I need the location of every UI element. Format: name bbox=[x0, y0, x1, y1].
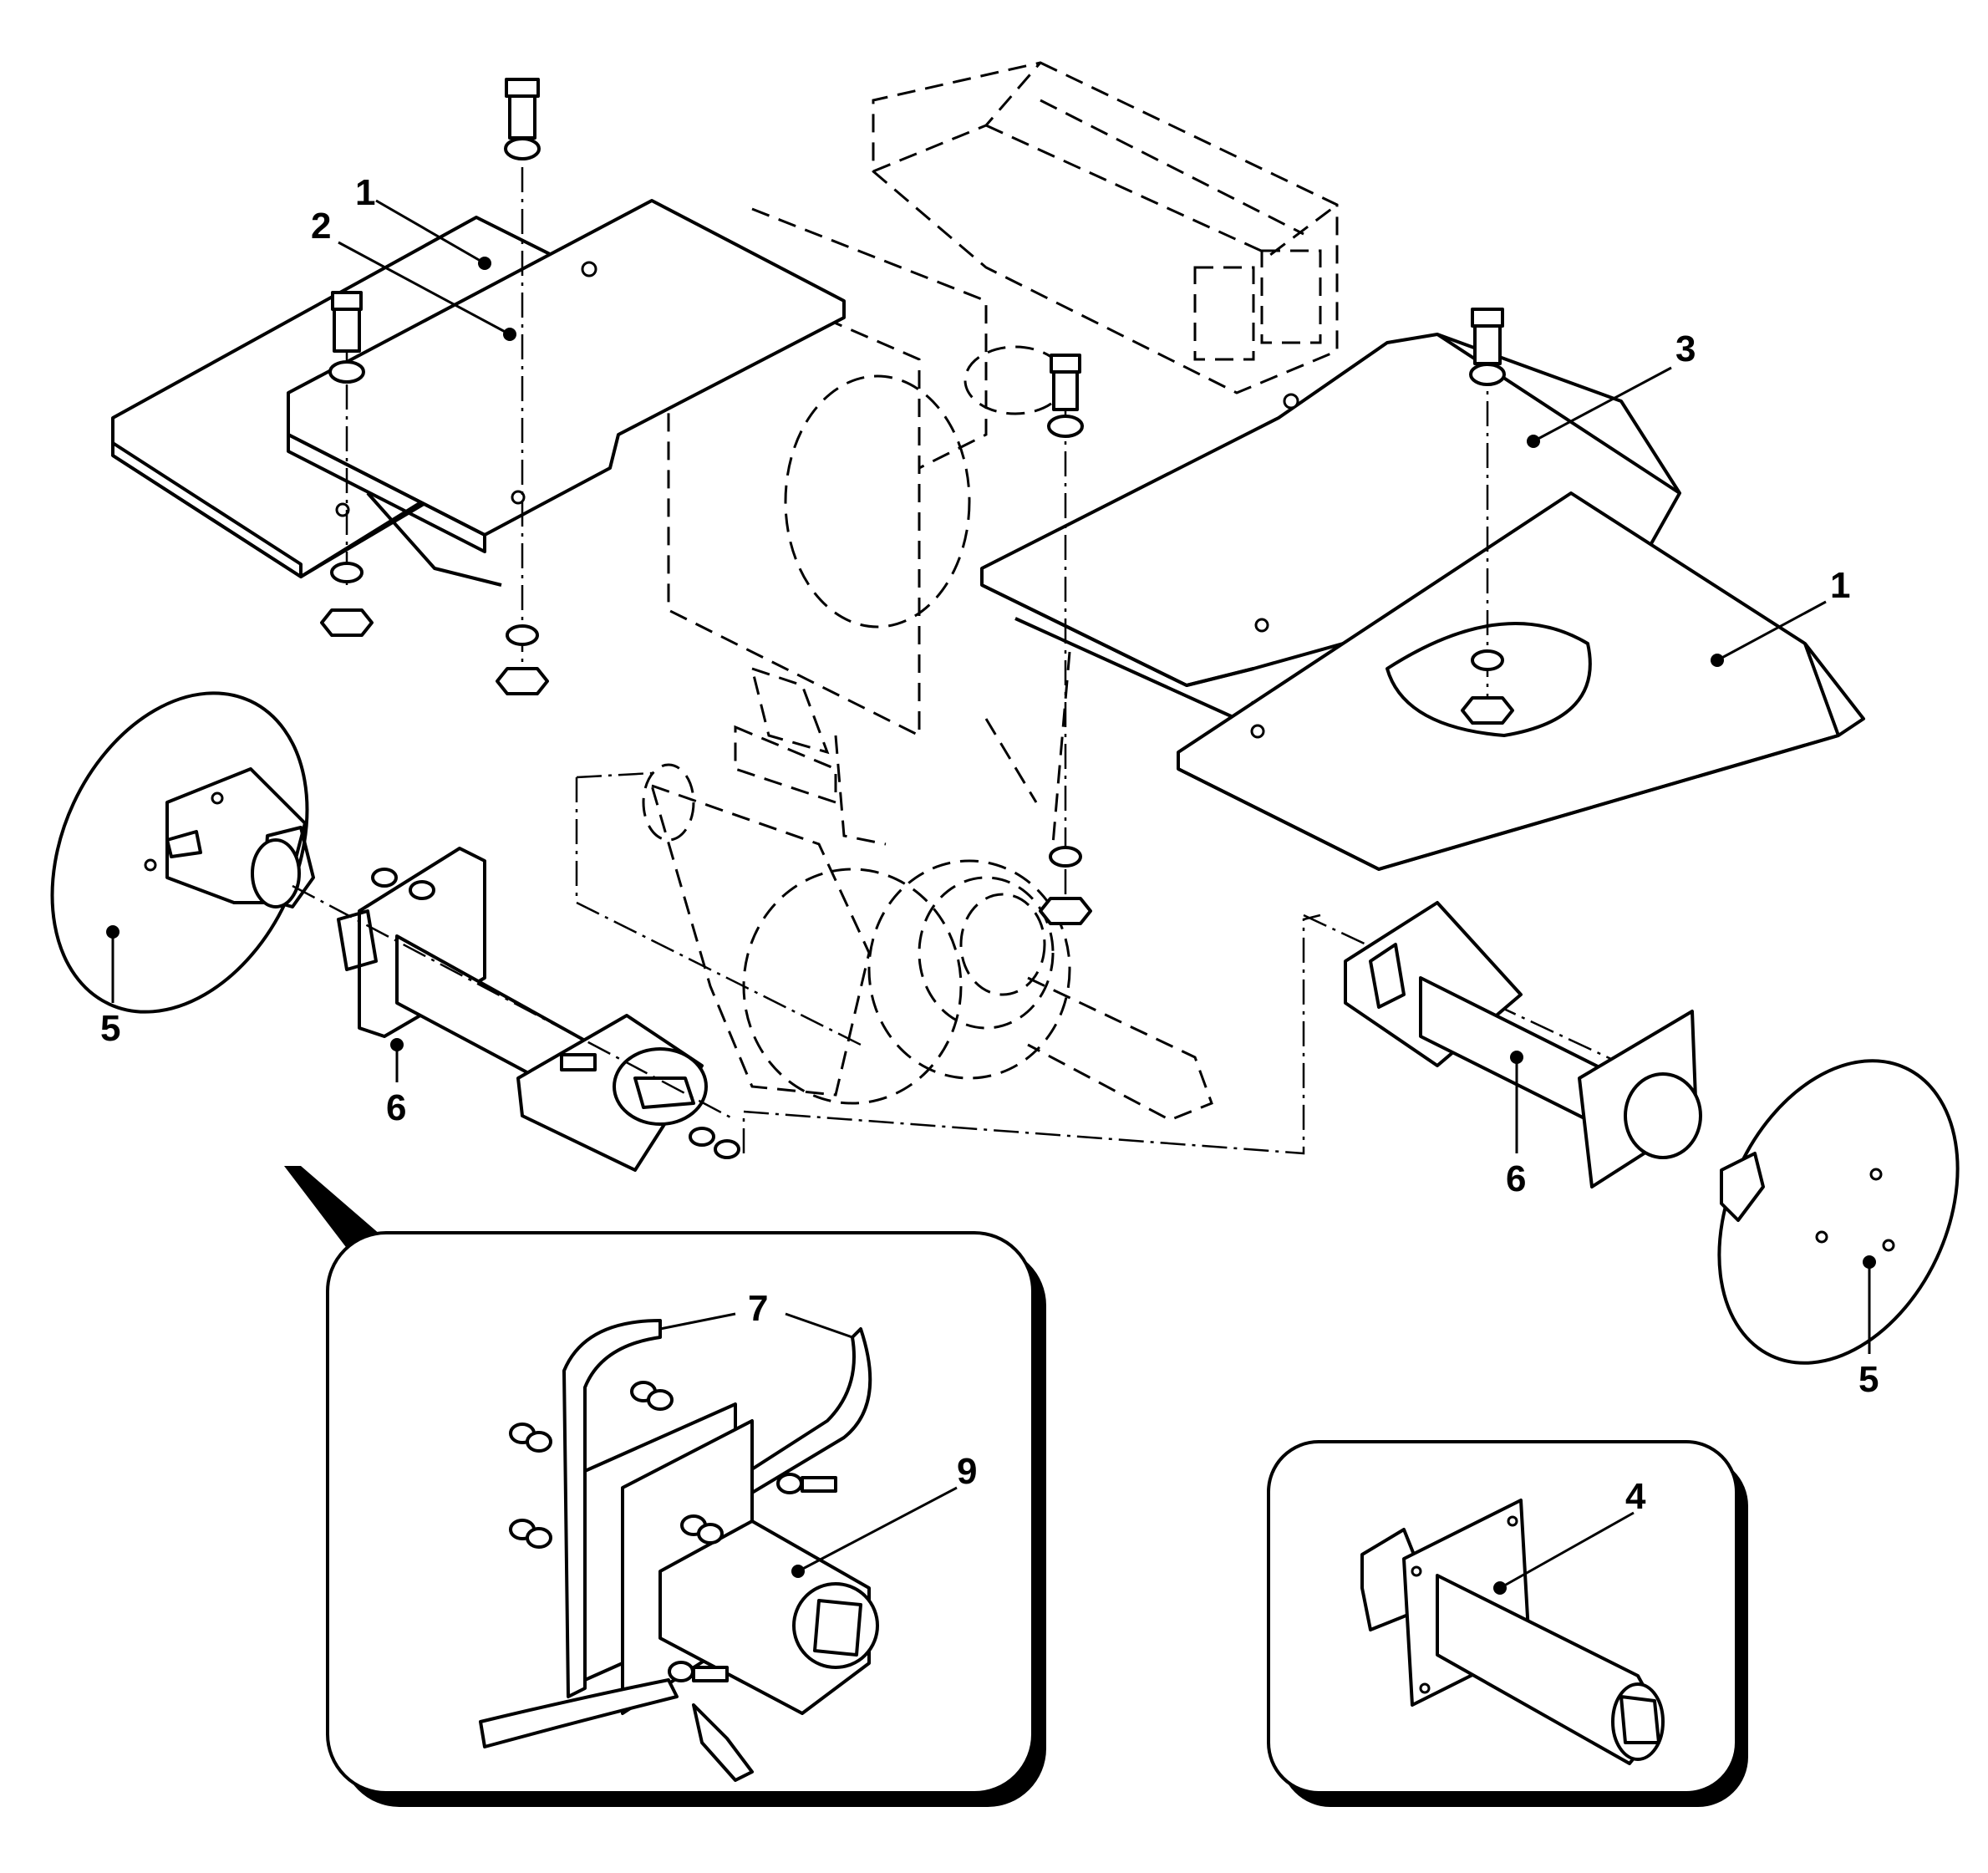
right-support-plate-1 bbox=[1177, 491, 1865, 871]
bolt-stack-right bbox=[1461, 308, 1514, 725]
gearbox-housing bbox=[642, 61, 1339, 1122]
callout-5-left: 5 bbox=[100, 1008, 120, 1049]
callout-2: 2 bbox=[311, 206, 331, 247]
bolt-stack-left-outer bbox=[320, 291, 374, 637]
right-axle-tube-6 bbox=[1344, 901, 1702, 1188]
bolt-stack-center bbox=[1039, 354, 1092, 925]
detail-inset-blades bbox=[284, 1166, 1046, 1807]
callout-3: 3 bbox=[1675, 328, 1696, 369]
left-spacer-plate-2 bbox=[287, 199, 846, 587]
callout-6-right: 6 bbox=[1506, 1158, 1526, 1199]
callout-leaders bbox=[106, 199, 1876, 1595]
detail-inset-hub bbox=[1267, 1440, 1748, 1807]
drive-shaft-reference bbox=[575, 771, 1689, 1155]
callout-9: 9 bbox=[957, 1451, 977, 1492]
callout-1-right: 1 bbox=[1830, 565, 1850, 606]
callout-1-left: 1 bbox=[355, 172, 375, 213]
callout-labels: 1 2 3 1 5 6 6 5 7 9 4 bbox=[100, 172, 1879, 1517]
bolt-stack-left-inner bbox=[496, 78, 549, 695]
right-disc-5 bbox=[1717, 1059, 1960, 1365]
callout-5-right: 5 bbox=[1858, 1359, 1879, 1400]
callout-7: 7 bbox=[748, 1288, 768, 1329]
callout-4: 4 bbox=[1625, 1476, 1646, 1517]
left-disc-5 bbox=[50, 691, 315, 1014]
left-axle-tube-6 bbox=[292, 847, 740, 1172]
callout-6-left: 6 bbox=[386, 1087, 406, 1128]
